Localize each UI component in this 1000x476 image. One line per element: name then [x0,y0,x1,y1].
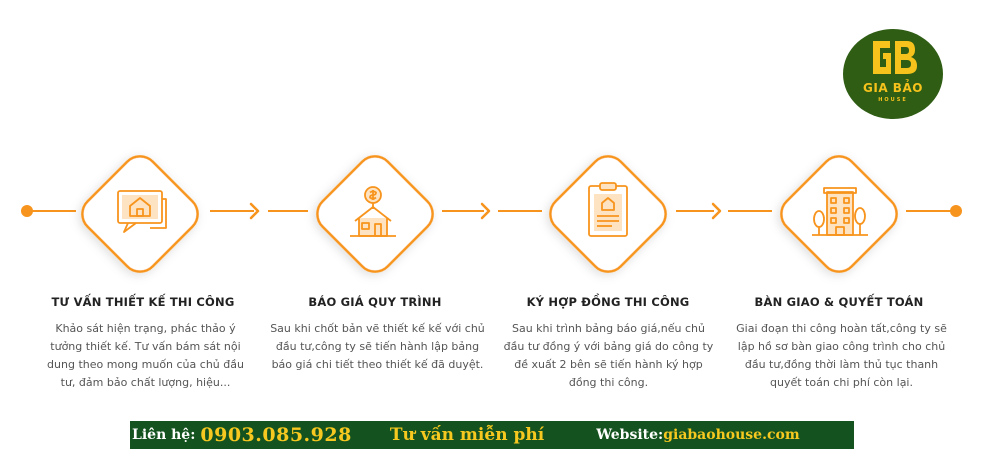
chevron-right-icon [480,202,491,220]
free-consult-text: Tư vấn miễn phí [389,425,545,445]
track-end-dot [950,205,962,217]
step-diamond-4 [780,155,898,273]
consultation-house-icon [117,190,167,233]
logo-subtitle: HOUSE [878,97,908,103]
step-4-title: BÀN GIAO & QUYẾT TOÁN [754,295,924,309]
step-2-description: Sau khi chốt bản vẽ thiết kế kế với chủ … [270,322,485,371]
step-1-description: Khảo sát hiện trạng, phác thảo ý tưởng t… [47,322,244,389]
step-diamond-3 [549,155,667,273]
logo-name: GIA BẢO [863,81,923,95]
step-3-description: Sau khi trình bảng báo giá,nếu chủ đầu t… [503,322,714,389]
track-start-dot [21,205,33,217]
step-3-title: KÝ HỢP ĐỒNG THI CÔNG [526,295,690,309]
phone-link[interactable]: 0903.085.928 [200,424,352,446]
step-diamond-1 [81,155,199,273]
building-handover-icon [812,187,868,236]
contract-clipboard-icon [588,182,628,237]
contact-label: Liên hệ: [132,427,196,443]
brand-logo[interactable]: GIA BẢO HOUSE [843,29,943,119]
website-label: Website: [596,427,664,443]
chevron-right-icon [249,202,260,220]
price-quote-house-icon [350,186,396,237]
contact-bar: Liên hệ: 0903.085.928 Tư vấn miễn phí We… [130,421,854,449]
website-link[interactable]: giabaohouse.com [663,427,800,443]
step-4-description: Giai đoạn thi công hoàn tất,công ty sẽ l… [736,322,947,389]
step-diamond-2 [316,155,434,273]
gb-monogram-icon [873,41,917,74]
process-track [21,155,962,273]
chevron-right-icon [711,202,722,220]
step-1-title: TƯ VẤN THIẾT KẾ THI CÔNG [51,295,235,309]
step-2-title: BÁO GIÁ QUY TRÌNH [308,295,442,309]
